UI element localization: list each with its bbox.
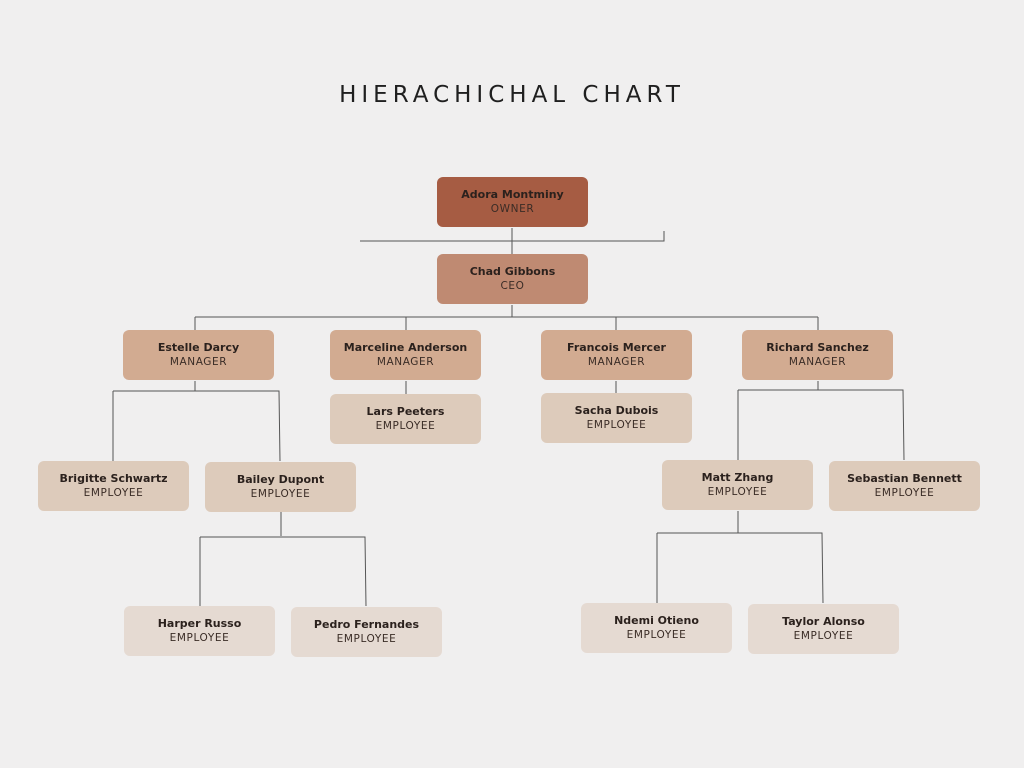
node-role: EMPLOYEE (586, 419, 647, 431)
connector-richard-children (738, 389, 905, 461)
node-name: Sacha Dubois (574, 404, 659, 417)
node-role: EMPLOYEE (169, 632, 230, 644)
node-manager-estelle: Estelle Darcy MANAGER (123, 330, 274, 380)
page-title: HIERACHICHAL CHART (339, 82, 685, 108)
node-employee-ndemi: Ndemi Otieno EMPLOYEE (581, 603, 732, 653)
node-name: Bailey Dupont (236, 473, 325, 486)
node-name: Adora Montminy (461, 188, 564, 201)
node-role: EMPLOYEE (626, 629, 687, 641)
node-employee-lars: Lars Peeters EMPLOYEE (330, 394, 481, 444)
node-role: EMPLOYEE (707, 486, 768, 498)
node-name: Chad Gibbons (469, 265, 556, 278)
node-employee-matt: Matt Zhang EMPLOYEE (662, 460, 813, 510)
node-name: Ndemi Otieno (614, 614, 699, 627)
node-employee-pedro: Pedro Fernandes EMPLOYEE (291, 607, 442, 657)
connector-owner-bracket (360, 231, 665, 242)
node-name: Lars Peeters (366, 405, 445, 418)
node-role: EMPLOYEE (793, 630, 854, 642)
node-manager-marceline: Marceline Anderson MANAGER (330, 330, 481, 380)
node-employee-harper: Harper Russo EMPLOYEE (124, 606, 275, 656)
node-role: EMPLOYEE (375, 420, 436, 432)
node-role: MANAGER (376, 356, 435, 368)
node-name: Francois Mercer (567, 341, 666, 354)
node-role: CEO (500, 280, 525, 292)
node-manager-francois: Francois Mercer MANAGER (541, 330, 692, 380)
node-role: MANAGER (788, 356, 847, 368)
node-employee-sebastian: Sebastian Bennett EMPLOYEE (829, 461, 980, 511)
connector-estelle-children (113, 390, 281, 462)
node-role: EMPLOYEE (874, 487, 935, 499)
connector-bailey-children (200, 536, 367, 607)
connector-matt-children (657, 532, 824, 604)
node-name: Marceline Anderson (343, 341, 468, 354)
node-name: Richard Sanchez (766, 341, 869, 354)
node-name: Brigitte Schwartz (59, 472, 168, 485)
node-owner: Adora Montminy OWNER (437, 177, 588, 227)
node-manager-richard: Richard Sanchez MANAGER (742, 330, 893, 380)
node-name: Sebastian Bennett (847, 472, 962, 485)
node-role: EMPLOYEE (83, 487, 144, 499)
node-ceo: Chad Gibbons CEO (437, 254, 588, 304)
node-employee-sacha: Sacha Dubois EMPLOYEE (541, 393, 692, 443)
node-role: OWNER (490, 203, 535, 215)
node-employee-bailey: Bailey Dupont EMPLOYEE (205, 462, 356, 512)
node-role: MANAGER (169, 356, 228, 368)
node-name: Harper Russo (157, 617, 242, 630)
node-employee-taylor: Taylor Alonso EMPLOYEE (748, 604, 899, 654)
node-name: Pedro Fernandes (313, 618, 420, 631)
node-name: Matt Zhang (701, 471, 774, 484)
node-name: Estelle Darcy (157, 341, 240, 354)
node-role: EMPLOYEE (250, 488, 311, 500)
node-employee-brigitte: Brigitte Schwartz EMPLOYEE (38, 461, 189, 511)
node-name: Taylor Alonso (782, 615, 865, 628)
node-role: MANAGER (587, 356, 646, 368)
node-role: EMPLOYEE (336, 633, 397, 645)
